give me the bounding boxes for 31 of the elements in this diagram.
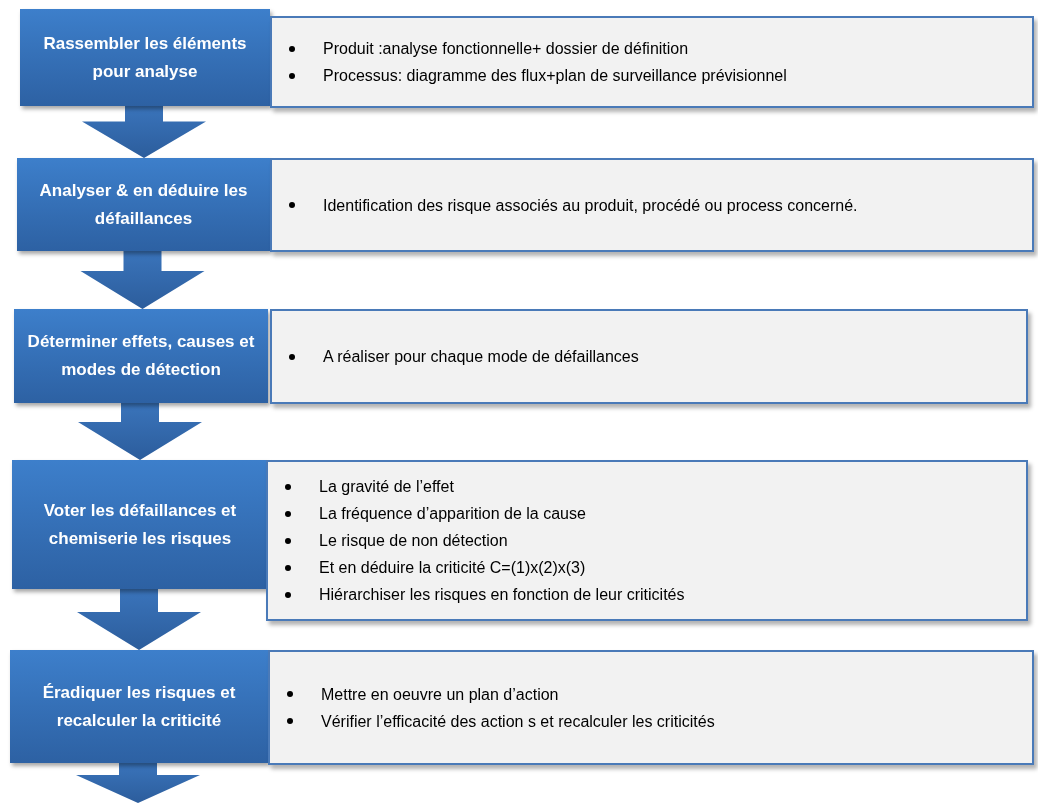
block-arrow bbox=[77, 589, 201, 650]
block-arrow bbox=[76, 763, 200, 803]
bullet-text: Mettre en oeuvre un plan d’action bbox=[321, 684, 559, 705]
step-box bbox=[10, 650, 268, 763]
detail-panel bbox=[268, 650, 1034, 765]
step-box bbox=[17, 158, 270, 251]
detail-panel bbox=[270, 158, 1034, 252]
bullet-text: Identification des risque associés au produit, procédé ou process concerné. bbox=[323, 195, 858, 216]
bullet-text: Hiérarchiser les risques en fonction de leur criticités bbox=[319, 585, 685, 605]
detail-panel bbox=[266, 460, 1028, 621]
block-arrow bbox=[78, 403, 202, 460]
bullet-text: Le risque de non détection bbox=[319, 531, 508, 551]
step-label: Déterminer effets, causes et modes de détection bbox=[26, 331, 256, 381]
bullet-text: La fréquence d’apparition de la cause bbox=[319, 504, 586, 524]
detail-panel bbox=[270, 16, 1034, 108]
bullet-text: Produit :analyse fonctionnelle+ dossier de définition bbox=[323, 39, 689, 59]
bullet-text: Vérifier l’efficacité des action s et recalculer les criticités bbox=[321, 711, 715, 732]
step-box bbox=[12, 460, 268, 589]
bullet-text: La gravité de l’effet bbox=[319, 477, 454, 497]
block-arrow bbox=[80, 251, 205, 309]
step-label: Analyser & en déduire les défaillances bbox=[38, 179, 249, 230]
step-label: Rassembler les éléments pour analyse bbox=[42, 32, 248, 83]
bullet-text: Processus: diagramme des flux+plan de surveillance prévisionnel bbox=[323, 66, 787, 86]
step-box bbox=[20, 9, 270, 106]
detail-panel bbox=[270, 309, 1028, 404]
step-label: Voter les défaillances et chemiserie les risques bbox=[42, 499, 238, 550]
bullet-text: A réaliser pour chaque mode de défaillances bbox=[323, 347, 639, 367]
step-label: Éradiquer les risques et recalculer la criticité bbox=[41, 681, 237, 732]
bullet-text: Et en déduire la criticité C=(1)x(2)x(3) bbox=[319, 558, 586, 578]
step-box bbox=[14, 309, 268, 403]
block-arrow bbox=[82, 106, 206, 158]
